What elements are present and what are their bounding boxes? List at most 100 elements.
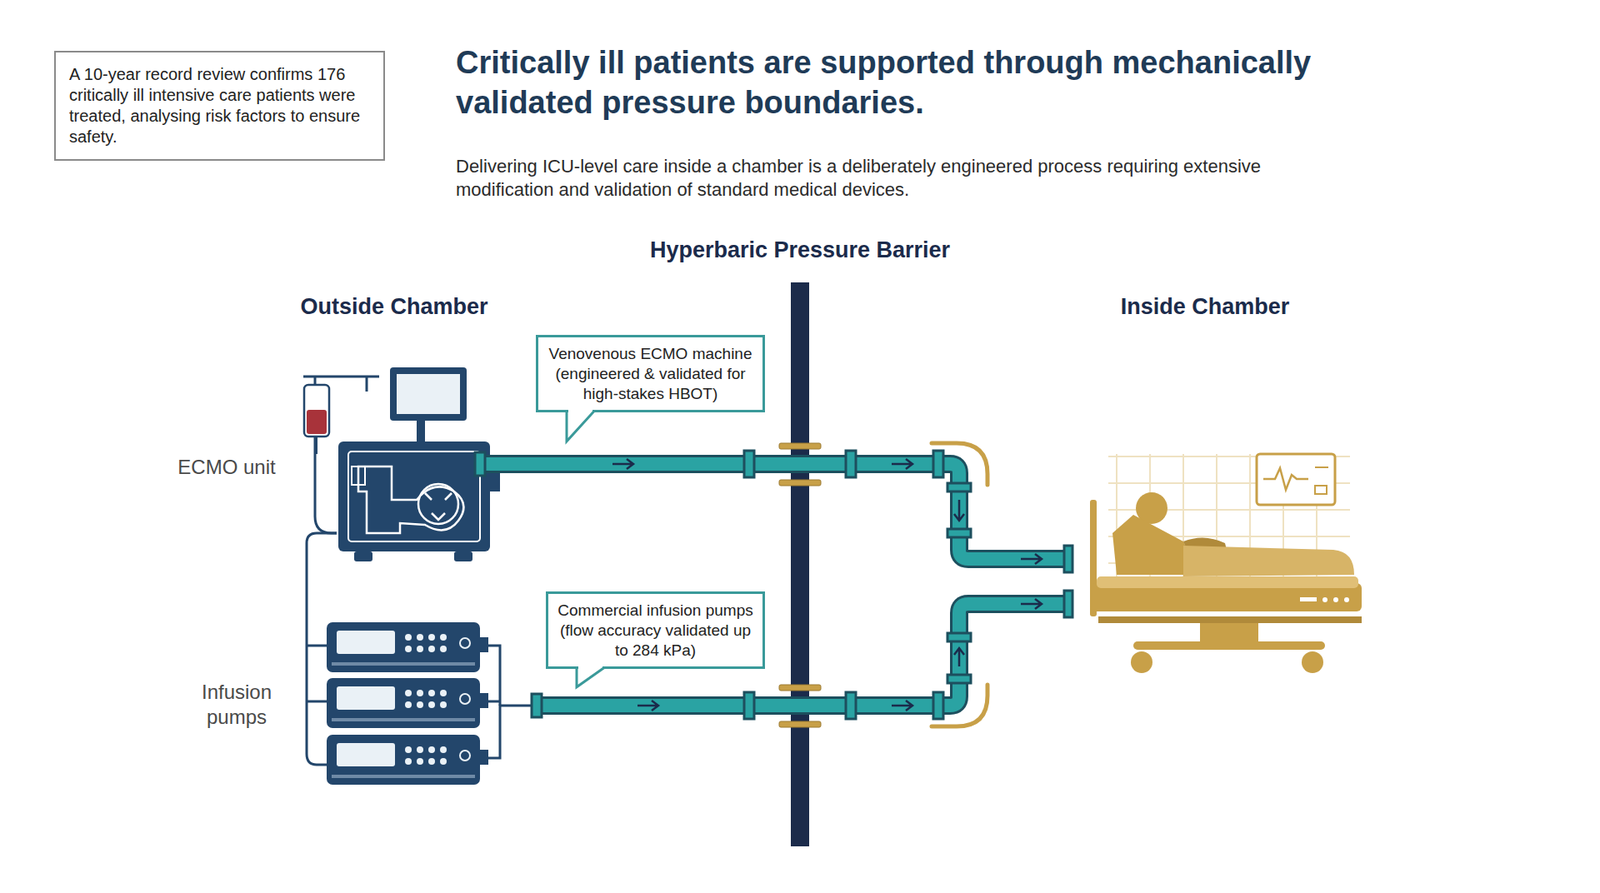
cables-part [306, 700, 327, 704]
barrier-flanges-part [779, 443, 821, 450]
infusion-pump-part [326, 735, 480, 785]
infusion-pump [326, 735, 489, 785]
iv-bag-part [315, 436, 318, 455]
callout-box: Commercial infusion pumps (flow accuracy… [545, 591, 765, 670]
infusion-pump-part [440, 701, 447, 709]
infusion-pump-part [331, 775, 475, 779]
tail-line [566, 410, 595, 442]
ecmo-machine-part [348, 451, 480, 542]
page-title: Critically ill patients are supported th… [455, 43, 1415, 123]
column-heading: Inside Chamber [1120, 293, 1290, 322]
pipe-couplings-part [475, 452, 485, 476]
iv-bag-part [306, 410, 327, 435]
pipe-couplings-part [1064, 545, 1073, 573]
ecmo-machine-part [338, 441, 490, 552]
tail-gap [568, 409, 593, 413]
infusion-pump-part [326, 678, 480, 729]
infusion-pump-part [428, 758, 435, 765]
infusion-pump-part [336, 686, 395, 710]
node-text: Venovenous ECMO machine (engineered & va… [546, 344, 755, 404]
infusion-pump-part [428, 746, 435, 754]
elbow-brackets [931, 443, 988, 727]
pipe-couplings-part [947, 633, 971, 642]
flow-arrows-part [612, 459, 634, 470]
elbow-brackets-part [931, 443, 988, 485]
pipe-couplings-part [1064, 590, 1073, 618]
barrier-wall [790, 282, 810, 847]
cables [306, 533, 536, 765]
infusion-pump-part [460, 694, 470, 705]
pipe-couplings-part [947, 675, 971, 684]
infusion-pump-part [480, 637, 489, 653]
pipe-couplings-part [845, 450, 856, 478]
patient-figure-part [1183, 545, 1355, 577]
pipe-couplings-part [845, 692, 856, 720]
note-box: A 10-year record review confirms 176 cri… [54, 50, 385, 161]
ecmo-machine-part [454, 551, 473, 562]
pipe-couplings-part [744, 450, 755, 478]
ecmo-machine-part [358, 466, 464, 534]
patient-bed-part [1098, 616, 1362, 624]
infusion-pump-part [480, 750, 489, 765]
infusion-pump-part [405, 634, 412, 641]
infusion-pump-part [440, 634, 447, 641]
elbow-brackets-part [931, 685, 988, 727]
infusion-pumps [326, 622, 489, 785]
patient-monitor [1256, 454, 1335, 505]
infusion-pump-part [416, 634, 424, 641]
pipe-couplings-part [933, 692, 944, 720]
flow-arrows-part [1020, 554, 1042, 565]
infusion-pump-part [480, 693, 489, 709]
pipe-couplings-part [933, 450, 944, 478]
ecmo-machine-part [396, 374, 460, 415]
infusion-pump-part [416, 746, 424, 754]
callout-box: Venovenous ECMO machine (engineered & va… [535, 335, 765, 413]
infusion-pump-part [336, 743, 395, 767]
patient-figure [1112, 492, 1355, 577]
ecmo-iv-pole-part [365, 376, 369, 392]
infusion-pump-part [405, 645, 412, 653]
pipe-couplings-part [531, 694, 542, 718]
patient-monitor-part [1263, 468, 1309, 490]
infusion-pump-part [416, 701, 424, 709]
pipes-part [479, 464, 1070, 560]
pipe-couplings-part [947, 483, 971, 492]
patient-bed-part [1333, 597, 1339, 603]
pipe-couplings [475, 450, 1073, 720]
iv-bag [304, 385, 330, 455]
infusion-pump-part [440, 758, 447, 765]
ecmo-machine [338, 367, 500, 562]
cables-part [480, 705, 536, 759]
infusion-pump-part [428, 701, 435, 709]
cables-part [306, 645, 327, 648]
barrier-flanges-part [779, 721, 821, 728]
patient-bed-part [1344, 597, 1350, 603]
patient-bed-part [1200, 623, 1259, 642]
node-text: A 10-year record review confirms 176 cri… [69, 64, 370, 148]
device-label: ECMO unit [177, 455, 275, 480]
callout-tail [535, 410, 537, 411]
tail-gap [578, 665, 603, 670]
flow-arrows-part [954, 500, 965, 521]
flow-arrows-part [637, 700, 659, 711]
ecmo-machine-part [390, 367, 467, 421]
infusion-pump-part [440, 645, 447, 653]
infusion-pump-part [405, 746, 412, 754]
infusion-pump-part [331, 662, 475, 666]
patient-bed-part [1301, 651, 1324, 674]
infusion-pump-part [460, 638, 470, 649]
device-label: Infusion pumps [182, 680, 291, 730]
ecmo-machine-part [351, 466, 365, 485]
flow-arrows-part [891, 459, 913, 470]
infusion-pump-part [326, 622, 480, 673]
barrier-flanges [779, 443, 821, 728]
pipe-couplings-part [947, 529, 971, 538]
infusion-pump-part [336, 630, 395, 655]
infusion-pump-part [428, 645, 435, 653]
flow-arrows-part [1020, 599, 1042, 610]
barrier-heading: Hyperbaric Pressure Barrier [650, 236, 950, 265]
pipes-part [479, 464, 1070, 560]
barrier-flanges-part [779, 480, 821, 486]
patient-bed-part [1130, 651, 1153, 674]
